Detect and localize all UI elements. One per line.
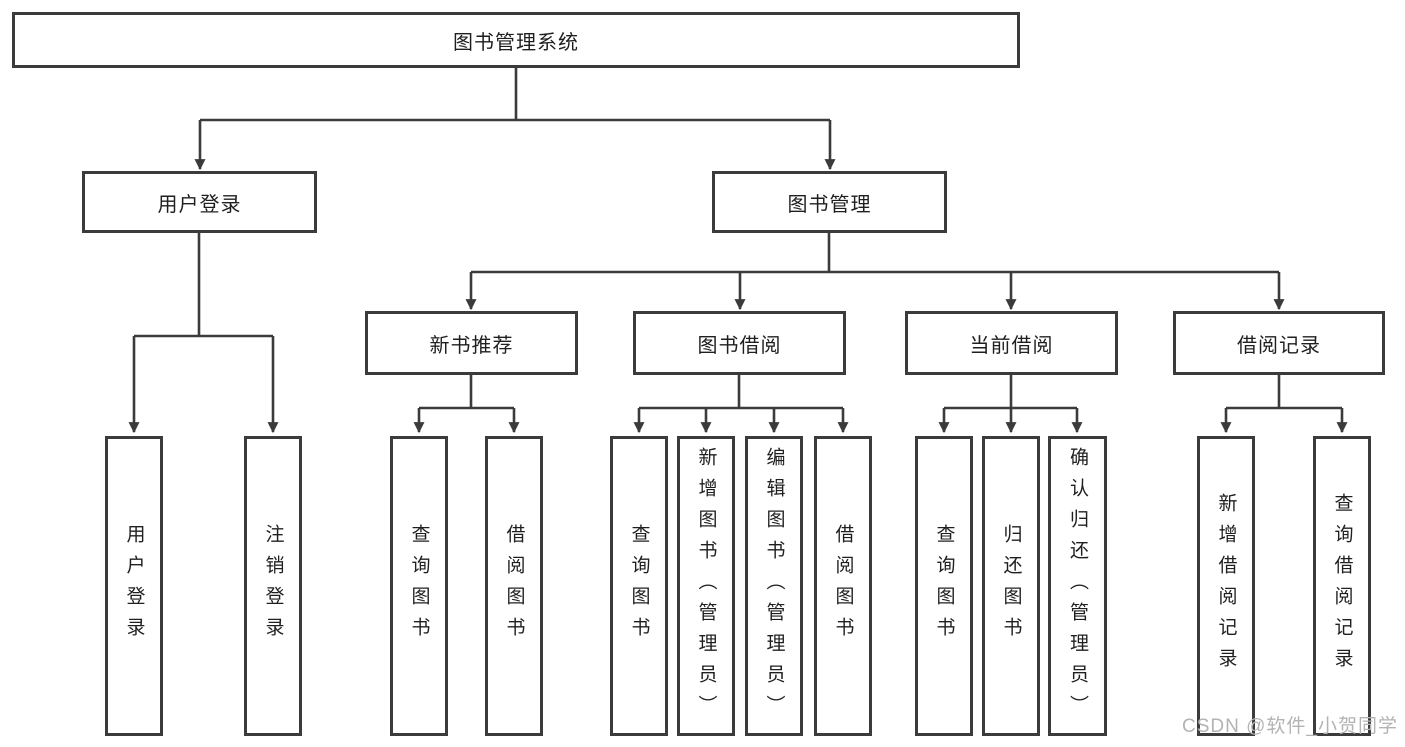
leaf-label: 查询借阅记录 — [1331, 493, 1353, 679]
node-book-management: 图书管理 — [712, 171, 947, 233]
leaf-user-login: 用户登录 — [105, 436, 163, 736]
leaf-confirm-return-admin: 确认归还（管理员） — [1048, 436, 1107, 736]
leaf-label: 新增图书（管理员） — [695, 446, 717, 726]
node-label: 当前借阅 — [969, 334, 1054, 357]
leaf-label: 查询图书 — [933, 524, 955, 648]
leaf-label: 用户登录 — [123, 524, 145, 648]
leaf-label: 确认归还（管理员） — [1067, 446, 1088, 726]
node-book-borrowing: 图书借阅 — [633, 311, 846, 375]
node-user-login: 用户登录 — [82, 171, 317, 233]
node-label: 图书管理 — [787, 193, 872, 216]
leaf-borrow-books-borrow: 借阅图书 — [814, 436, 872, 736]
leaf-label: 归还图书 — [1000, 524, 1022, 648]
leaf-return-book: 归还图书 — [982, 436, 1040, 736]
leaf-label: 查询图书 — [408, 524, 430, 648]
node-label: 图书借阅 — [697, 334, 782, 357]
leaf-label: 注销登录 — [262, 524, 284, 648]
leaf-add-borrow-record: 新增借阅记录 — [1197, 436, 1255, 736]
leaf-add-book-admin: 新增图书（管理员） — [677, 436, 735, 736]
node-label: 借阅记录 — [1237, 334, 1321, 357]
node-library-management-system: 图书管理系统 — [12, 12, 1020, 68]
node-current-borrowing: 当前借阅 — [905, 311, 1118, 375]
node-new-book-recommendation: 新书推荐 — [365, 311, 578, 375]
leaf-label: 新增借阅记录 — [1215, 493, 1237, 679]
leaf-query-borrow-record: 查询借阅记录 — [1313, 436, 1371, 736]
leaf-query-books-borrow: 查询图书 — [610, 436, 668, 736]
leaf-label: 借阅图书 — [503, 524, 525, 648]
leaf-edit-book-admin: 编辑图书（管理员） — [745, 436, 803, 736]
node-borrowing-records: 借阅记录 — [1173, 311, 1385, 375]
leaf-label: 编辑图书（管理员） — [763, 446, 785, 726]
leaf-label: 借阅图书 — [832, 524, 854, 648]
node-label: 用户登录 — [157, 193, 242, 216]
leaf-query-books-recommend: 查询图书 — [390, 436, 448, 736]
leaf-borrow-books-recommend: 借阅图书 — [485, 436, 543, 736]
leaf-logout: 注销登录 — [244, 436, 302, 736]
leaf-label: 查询图书 — [628, 524, 650, 648]
leaf-query-books-current: 查询图书 — [915, 436, 973, 736]
node-label: 图书管理系统 — [453, 31, 579, 54]
csdn-watermark: CSDN @软件_小贺同学 — [1182, 716, 1398, 737]
node-label: 新书推荐 — [429, 334, 514, 357]
